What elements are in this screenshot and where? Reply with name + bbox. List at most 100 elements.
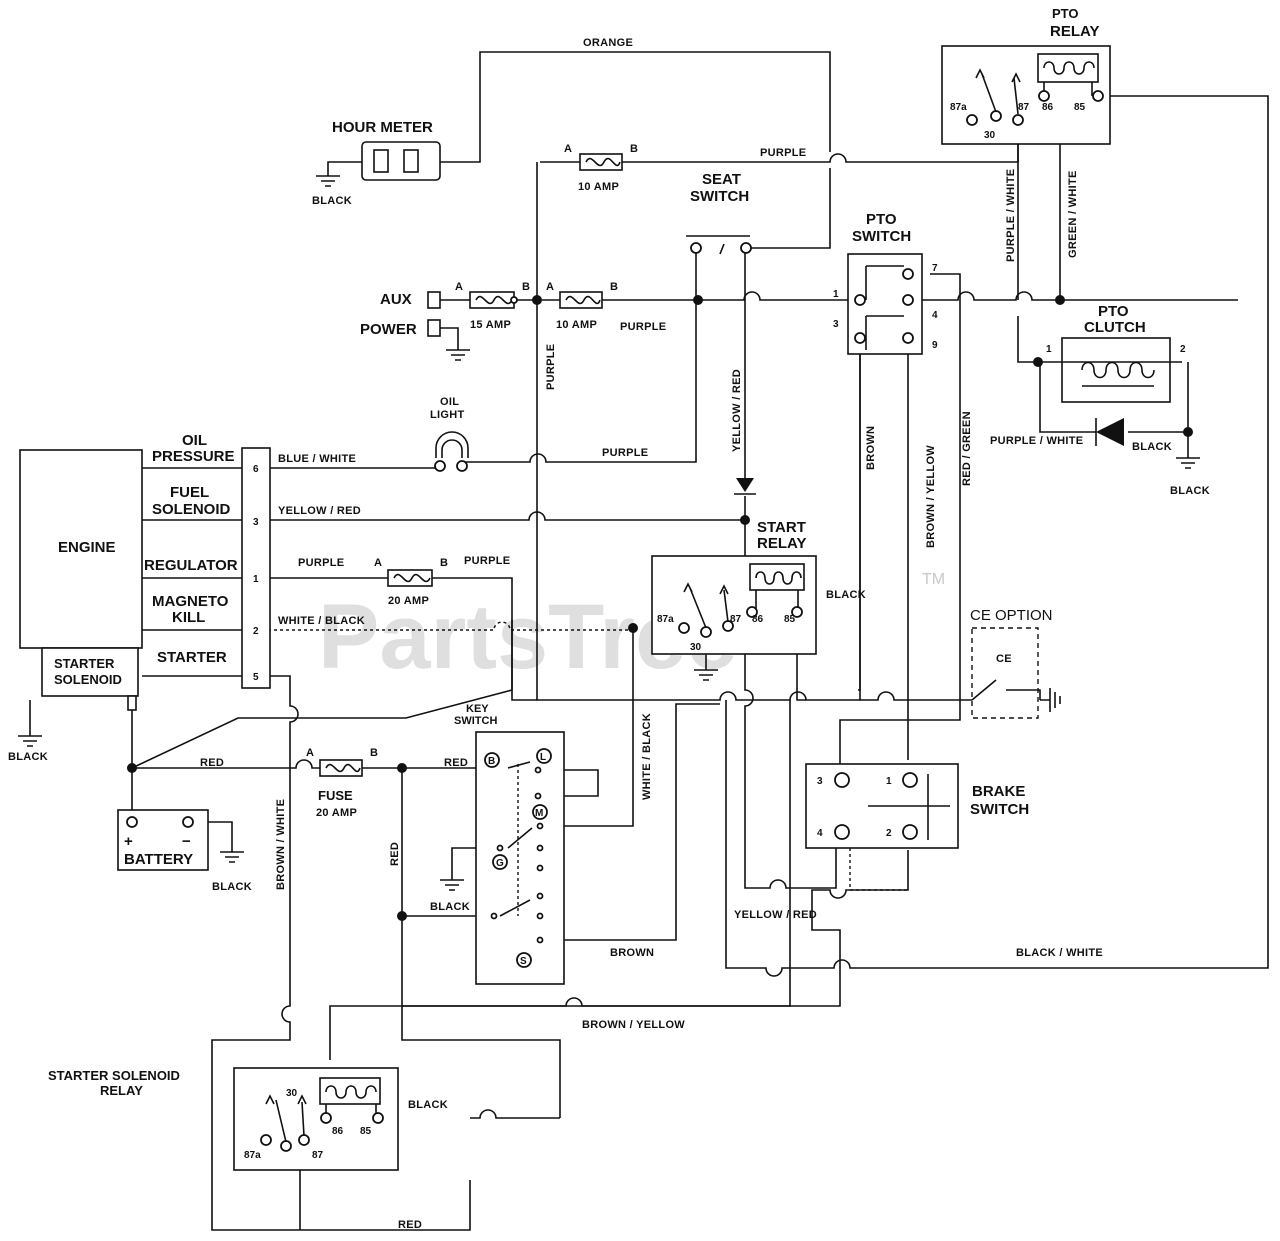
start-relay-label-1: START: [757, 519, 806, 536]
term-fuel-label-1: FUEL: [170, 484, 209, 501]
start-relay-pin-30: 30: [690, 642, 702, 653]
ssr-label-2: RELAY: [100, 1083, 143, 1098]
term-reg-pin: 1: [253, 574, 259, 585]
start-relay-label-2: RELAY: [757, 535, 806, 552]
battery-plus: +: [124, 833, 133, 850]
starter-solenoid-box: [41, 647, 139, 697]
term-mag-pin: 2: [253, 626, 259, 637]
term-starter-label: STARTER: [157, 649, 227, 666]
wire-labels: ORANGE PURPLE PURPLE PURPLE PURPLE PURPL…: [200, 37, 1210, 1231]
wl-black-clutch: BLACK: [1132, 441, 1172, 453]
fuse-main20-a: A: [306, 747, 314, 759]
wl-brown-yellow-vertical: BROWN / YELLOW: [925, 445, 937, 548]
fuse-aux-a: A: [455, 281, 463, 293]
pto-relay-internals: [966, 53, 1104, 126]
engine-terminal-labels: OIL PRESSURE 6 FUEL SOLENOID 3 REGULATOR…: [144, 432, 259, 683]
wl-purple-reg-left: PURPLE: [298, 557, 344, 569]
pto-switch-label-1: PTO: [866, 211, 897, 228]
wl-red-fuse: RED: [444, 757, 468, 769]
power-terminal: [427, 319, 441, 337]
fuse-main10-a: A: [546, 281, 554, 293]
wl-yellow-red-vertical: YELLOW / RED: [731, 369, 743, 452]
key-pin-g: G: [496, 858, 504, 869]
wl-white-black-vertical: WHITE / BLACK: [641, 713, 653, 800]
term-oil-pin: 6: [253, 464, 259, 475]
oil-light-label-1: OIL: [440, 396, 459, 408]
start-relay-internals: [678, 563, 805, 638]
key-pin-b: B: [488, 756, 495, 767]
aux-label: AUX: [380, 291, 412, 308]
key-switch-box: [475, 731, 565, 985]
brake-pin-3: 3: [817, 776, 823, 787]
term-fuel-label-2: SOLENOID: [152, 501, 231, 518]
wl-brown-yellow-bottom: BROWN / YELLOW: [582, 1019, 685, 1031]
fuse-top10-a: A: [564, 143, 572, 155]
start-relay-pin-87a: 87a: [657, 614, 674, 625]
term-mag-label-2: KILL: [172, 609, 205, 626]
fuse-aux-b: B: [522, 281, 530, 293]
wl-red-battery: RED: [200, 757, 224, 769]
oil-light-icon: [434, 431, 469, 472]
brake-switch-label-1: BRAKE: [972, 783, 1025, 800]
pto-relay-pin-30: 30: [984, 130, 996, 141]
engine-terminal-strip: [241, 447, 271, 689]
hour-meter-ground-icon: [316, 175, 340, 187]
pto-switch-pin-7: 7: [932, 263, 938, 274]
solenoid-stud: [127, 695, 137, 711]
ce-ground-icon: [1040, 688, 1061, 712]
wl-red-green: RED / GREEN: [961, 411, 973, 486]
junction-nodes: [127, 295, 1193, 921]
wl-green-white-relay: GREEN / WHITE: [1067, 170, 1079, 258]
pto-relay-label-1: PTO: [1052, 6, 1079, 21]
pto-relay-pin-87a: 87a: [950, 102, 967, 113]
wl-orange: ORANGE: [583, 37, 633, 49]
brake-switch-label-2: SWITCH: [970, 801, 1029, 818]
term-starter-pin: 5: [253, 672, 259, 683]
wl-brown-white: BROWN / WHITE: [275, 799, 287, 890]
fuse-main-20a: [319, 759, 363, 777]
start-relay-pin-86: 86: [752, 614, 764, 625]
key-switch-label-2: SWITCH: [454, 715, 497, 727]
ssr-pin-86: 86: [332, 1126, 344, 1137]
brake-pin-2: 2: [886, 828, 892, 839]
ce-label: CE: [996, 653, 1012, 665]
wl-purple-vertical: PURPLE: [545, 344, 557, 390]
pto-clutch-pin-1: 1: [1046, 344, 1052, 355]
pto-clutch-label-2: CLUTCH: [1084, 319, 1146, 336]
ssr-pin-87a: 87a: [244, 1150, 261, 1161]
wl-black-key: BLACK: [430, 901, 470, 913]
fuse-aux-rating: 15 AMP: [470, 319, 511, 331]
wl-black-clutch-ground: BLACK: [1170, 485, 1210, 497]
fuse-reg-b: B: [440, 557, 448, 569]
fuse-main-10a: [559, 291, 603, 309]
key-pin-m: M: [535, 808, 543, 819]
hour-meter-terminal-2: [403, 149, 419, 173]
brake-pin-1: 1: [886, 776, 892, 787]
clutch-diode-icon: [1095, 418, 1124, 446]
wl-purple-reg-right: PURPLE: [464, 555, 510, 567]
key-switch-contacts: [484, 748, 552, 968]
ce-option-label: CE OPTION: [970, 607, 1053, 624]
starter-solenoid-label-1: STARTER: [54, 656, 115, 671]
term-oil-label-2: PRESSURE: [152, 448, 235, 465]
clutch-ground-icon: [1176, 457, 1200, 469]
brake-pin-4: 4: [817, 828, 823, 839]
wl-white-black-kill: WHITE / BLACK: [278, 615, 365, 627]
fuse-top-10a: [579, 153, 623, 171]
battery-ground-icon: [220, 851, 244, 863]
wl-purple-white-clutch: PURPLE / WHITE: [990, 435, 1083, 447]
wire-label-black-hour-meter: BLACK: [312, 195, 352, 207]
engine-box: [19, 449, 143, 649]
wl-brown-key: BROWN: [610, 947, 654, 959]
seat-switch-icon: [686, 235, 752, 255]
wl-purple-white-relay: PURPLE / WHITE: [1005, 169, 1017, 262]
key-ground-icon: [440, 879, 464, 891]
pto-switch-label-2: SWITCH: [852, 228, 911, 245]
fuse-top10-b: B: [630, 143, 638, 155]
fuse-top10-rating: 10 AMP: [578, 181, 619, 193]
pto-clutch-coil-icon: [1040, 361, 1182, 387]
wl-brown-pto: BROWN: [865, 426, 877, 470]
pto-switch-contacts: [854, 265, 914, 350]
key-pin-s: S: [520, 956, 527, 967]
key-pin-l: L: [540, 752, 546, 763]
